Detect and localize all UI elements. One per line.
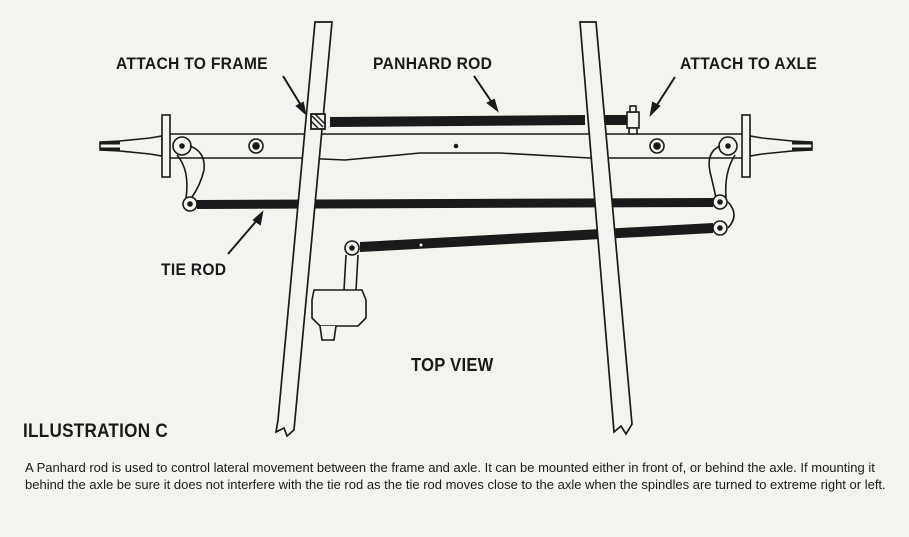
caption-text: A Panhard rod is used to control lateral…: [25, 460, 886, 492]
left-spindle: [99, 114, 206, 212]
left-frame-rail: [274, 21, 333, 438]
tie-rod-label: TIE ROD: [161, 260, 227, 279]
attach-to-axle-label: ATTACH TO AXLE: [680, 54, 818, 73]
front-axle: [170, 133, 745, 161]
panhard-rod: [310, 105, 640, 135]
right-frame-rail: [579, 21, 633, 436]
axle-bracket: [626, 105, 640, 135]
tie-rod: [197, 198, 713, 209]
attach-to-frame-label: ATTACH TO FRAME: [116, 54, 268, 73]
leader-lines: [227, 75, 676, 255]
top-view-label: TOP VIEW: [411, 355, 494, 375]
drag-link: [360, 223, 713, 252]
illustration-title: ILLUSTRATION C: [23, 421, 168, 442]
panhard-rod-label: PANHARD ROD: [373, 54, 493, 73]
right-spindle: [708, 114, 813, 236]
steering-box: [311, 240, 367, 341]
